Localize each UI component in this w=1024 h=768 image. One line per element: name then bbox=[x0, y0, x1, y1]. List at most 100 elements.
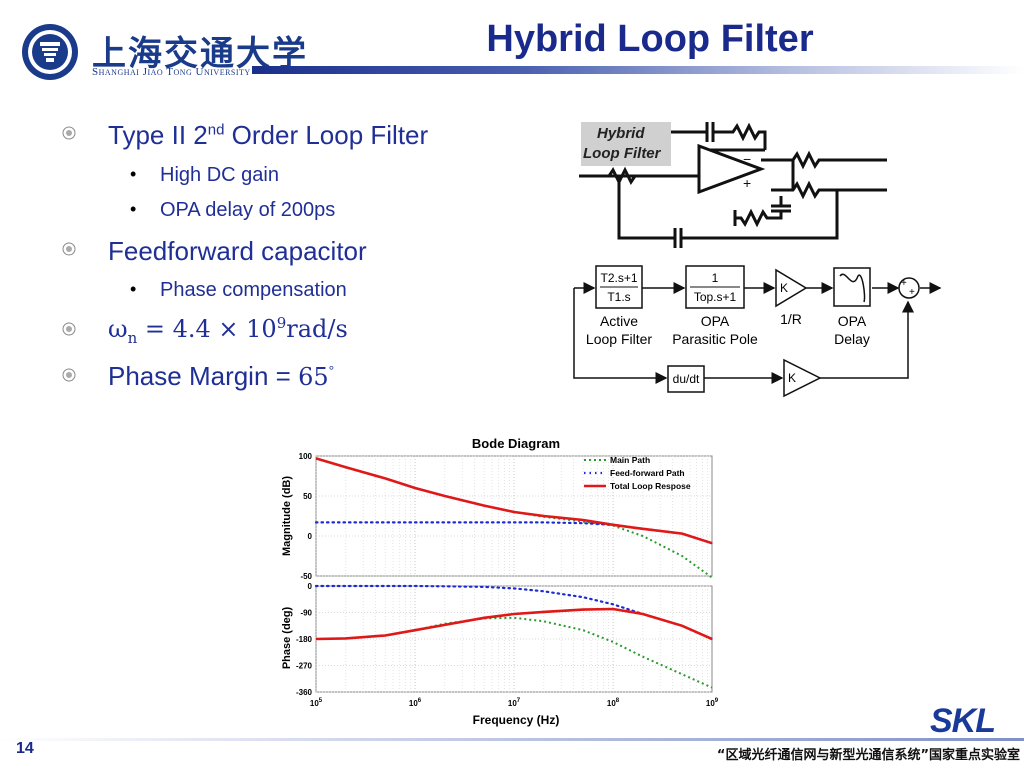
phase-panel: 0 -90 -180 -270 -360 bbox=[296, 582, 714, 697]
sum-plus-2: + bbox=[909, 287, 915, 298]
gain-triangle-icon bbox=[775, 268, 808, 308]
y-tick-label: -360 bbox=[296, 688, 313, 697]
x-tick-base: 10 bbox=[508, 699, 517, 708]
x-tick-label: 107 bbox=[508, 698, 521, 708]
circuit-label-box bbox=[581, 122, 671, 166]
hybrid-loop-filter-circuit: Hybrid Loop Filter − + bbox=[579, 122, 887, 248]
y-tick-label: 100 bbox=[299, 452, 313, 461]
sub-bullet-dc-gain: High DC gain bbox=[160, 164, 279, 186]
x-tick-exponent: 7 bbox=[517, 698, 521, 704]
legend-label: Total Loop Respose bbox=[610, 481, 691, 491]
y-tick-label: -90 bbox=[300, 609, 312, 618]
block4-label1: OPA bbox=[838, 313, 867, 329]
skl-logo-text: SKL bbox=[930, 702, 995, 736]
block2-label1: OPA bbox=[701, 313, 730, 329]
sub-bullet-dot-icon: • bbox=[130, 164, 137, 184]
x-tick-base: 10 bbox=[607, 699, 616, 708]
block1-denominator: T1.s bbox=[607, 290, 630, 304]
block4-label2: Delay bbox=[834, 331, 870, 347]
university-seal-icon bbox=[22, 24, 78, 80]
gain-triangle-icon bbox=[783, 358, 822, 398]
legend-label: Feed-forward Path bbox=[610, 468, 685, 478]
block2-numerator: 1 bbox=[712, 271, 719, 285]
footer-bar bbox=[0, 738, 1024, 741]
x-tick-exponent: 8 bbox=[616, 698, 620, 704]
y-tick-label: -270 bbox=[296, 662, 313, 671]
y-axis-label-magnitude: Magnitude (dB) bbox=[281, 476, 293, 556]
x-tick-label: 105 bbox=[310, 698, 323, 708]
math-text: rad/s bbox=[286, 315, 348, 343]
sum-plus-1: + bbox=[901, 278, 907, 289]
block-diagram-wires bbox=[573, 282, 942, 384]
y-tick-label: 0 bbox=[308, 582, 313, 591]
summing-junction-icon bbox=[898, 277, 920, 299]
slide-title: Hybrid Loop Filter bbox=[486, 18, 814, 60]
math-text: ω bbox=[108, 315, 128, 343]
magnitude-panel: 100 50 0 -50 bbox=[299, 452, 714, 581]
series-line-feedforward bbox=[314, 521, 714, 545]
x-tick-base: 10 bbox=[310, 699, 319, 708]
opamp-plus: + bbox=[743, 175, 751, 191]
block6-gain: K bbox=[788, 371, 796, 385]
bullet-sup: nd bbox=[207, 121, 225, 139]
footer-lab-name: “区域光纤通信网与新型光通信系统”国家重点实验室 bbox=[716, 748, 1020, 763]
skl-logo: SKL bbox=[930, 702, 996, 736]
delay-symbol-icon bbox=[839, 273, 866, 303]
block3-gain: K bbox=[780, 281, 788, 295]
math-sup: ° bbox=[328, 362, 335, 379]
block5-text: du/dt bbox=[673, 372, 700, 386]
series-line-total bbox=[315, 457, 713, 545]
math-sup: 9 bbox=[276, 314, 287, 332]
chart-title: Bode Diagram bbox=[472, 436, 560, 451]
x-tick-label: 106 bbox=[409, 698, 422, 708]
bullet-text: Order Loop Filter bbox=[224, 120, 429, 150]
bullet-text: Type II 2 bbox=[108, 120, 208, 150]
block-derivative bbox=[667, 365, 705, 393]
block2-denominator: Top.s+1 bbox=[694, 290, 737, 304]
y-tick-label: 0 bbox=[308, 532, 313, 541]
block2-label2: Parasitic Pole bbox=[672, 331, 758, 347]
math-text: = 4.4 × 10 bbox=[137, 315, 277, 343]
sub-bullet-phase-comp: Phase compensation bbox=[160, 279, 347, 301]
x-axis-label: Frequency (Hz) bbox=[473, 713, 560, 727]
math-sub: n bbox=[127, 328, 138, 347]
opamp-minus: − bbox=[743, 151, 751, 167]
bullet-phase-margin: Phase Margin = 65° bbox=[108, 361, 334, 392]
block-diagram: T2.s+1 T1.s Active Loop Filter 1 Top.s+1… bbox=[573, 265, 942, 398]
legend-label: Main Path bbox=[610, 455, 650, 465]
bullet-icon bbox=[62, 368, 76, 382]
page-number: 14 bbox=[16, 740, 34, 757]
x-tick-exponent: 5 bbox=[319, 698, 323, 704]
circuit-label-line1: Hybrid bbox=[597, 125, 645, 142]
x-tick-base: 10 bbox=[409, 699, 418, 708]
sub-bullet-dot-icon: • bbox=[130, 279, 137, 299]
bullet-icon bbox=[62, 242, 76, 256]
y-tick-label: 50 bbox=[303, 492, 312, 501]
header-gradient-bar bbox=[252, 66, 1024, 74]
block1-label1: Active bbox=[600, 313, 638, 329]
block3-label: 1/R bbox=[780, 311, 802, 327]
circuit-wires bbox=[579, 122, 887, 248]
x-tick-exponent: 9 bbox=[715, 698, 719, 704]
series-line-main bbox=[315, 616, 713, 689]
block1-numerator: T2.s+1 bbox=[600, 271, 637, 285]
x-tick-label: 109 bbox=[706, 698, 719, 708]
x-tick-exponent: 6 bbox=[418, 698, 422, 704]
opamp-triangle-icon bbox=[697, 143, 766, 195]
y-tick-label: -180 bbox=[296, 635, 313, 644]
sub-bullet-opa-delay: OPA delay of 200ps bbox=[160, 199, 336, 221]
bullet-text: Phase Margin = bbox=[108, 361, 299, 391]
y-tick-label: -50 bbox=[300, 572, 312, 581]
bullet-feedforward: Feedforward capacitor bbox=[108, 236, 367, 266]
y-axis-label-phase: Phase (deg) bbox=[281, 606, 293, 669]
university-name-en: Shanghai Jiao Tong University bbox=[92, 66, 251, 78]
bullet-icon bbox=[62, 126, 76, 140]
sub-bullet-dot-icon: • bbox=[130, 199, 137, 219]
series-line-total bbox=[315, 607, 713, 641]
circuit-label-line2: Loop Filter bbox=[583, 145, 662, 162]
bullet-loop-filter: Type II 2nd Order Loop Filter bbox=[108, 120, 428, 151]
x-tick-base: 10 bbox=[706, 699, 715, 708]
